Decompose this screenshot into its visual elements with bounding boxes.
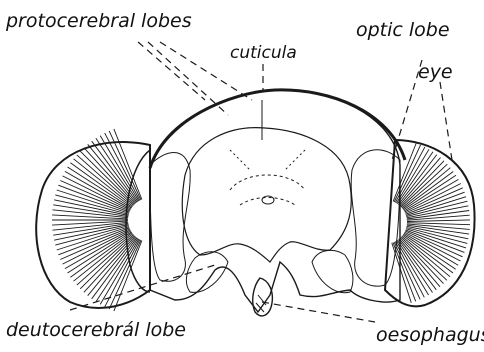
label-oesophagus: oesophagus	[376, 324, 484, 346]
label-cuticula: cuticula	[230, 43, 297, 63]
left-eye	[36, 129, 150, 311]
eye-striation	[406, 192, 465, 214]
central-body	[230, 100, 305, 205]
leader-eye	[440, 82, 452, 160]
eye-striation	[84, 148, 135, 204]
right-deutocerebral-lobe	[312, 250, 353, 292]
left-eye-striations	[52, 129, 142, 311]
leader-protocerebral-1	[138, 42, 205, 100]
label-eye: eye	[418, 61, 453, 83]
left-optic-ganglion	[150, 153, 190, 282]
label-deutocerebral-lobe: deutocerebrál lobe	[6, 319, 186, 341]
label-protocerebral-lobes: protocerebral lobes	[5, 10, 192, 32]
eye-striation	[105, 240, 140, 307]
leader-oesophagus	[262, 302, 375, 322]
neuropil	[182, 128, 351, 262]
eye-striation	[92, 141, 137, 202]
left-deutocerebral-lobe	[186, 252, 228, 293]
eye-striation	[92, 238, 137, 299]
label-optic-lobe: optic lobe	[356, 19, 450, 41]
eye-striation	[407, 220, 470, 222]
eye-striation	[405, 232, 461, 261]
eye-striation	[405, 184, 461, 213]
